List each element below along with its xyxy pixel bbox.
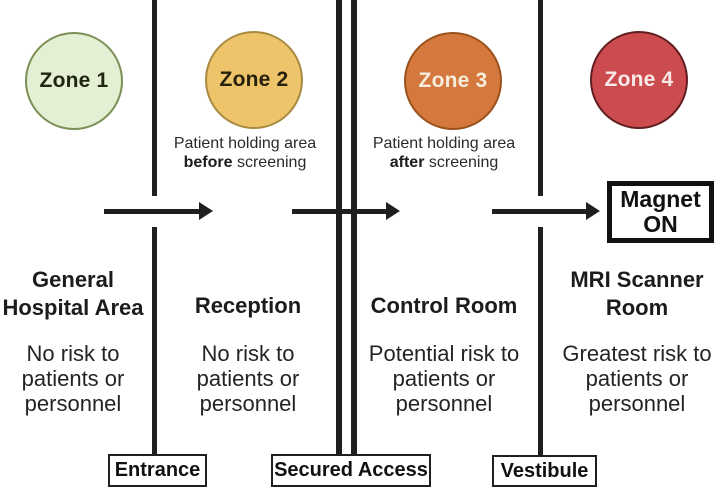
zone4-risk-text: Greatest risk to patients or personnel [552, 341, 720, 416]
zone3-caption-rest: screening [424, 154, 499, 171]
vestibule-wall-lower [538, 227, 543, 456]
zone2-risk-line2: patients or [196, 366, 300, 391]
arrowhead-zone1-to-zone2-icon [199, 202, 213, 220]
zone3-area-name-line1: Control Room [370, 293, 518, 318]
vestibule-gate-text: Vestibule [500, 459, 589, 482]
zone2-caption-rest: screening [232, 154, 307, 171]
zone2-caption: Patient holding area before screening [155, 134, 335, 172]
zone4-risk-line3: personnel [588, 391, 686, 416]
arrow-zone3-to-zone4 [492, 209, 587, 214]
zone1-risk-line3: personnel [24, 391, 122, 416]
zone2-caption-line2: before screening [155, 153, 335, 172]
zone4-area-name: MRI Scanner Room [552, 266, 720, 322]
magnet-on-box: Magnet ON [607, 181, 714, 243]
zone3-circle: Zone 3 [404, 32, 502, 130]
zone2-caption-line1: Patient holding area [173, 135, 317, 152]
zone1-circle: Zone 1 [25, 32, 123, 130]
secured-access-wall-left [336, 0, 342, 456]
arrow-zone2-to-zone3 [292, 209, 387, 214]
zone2-risk-text: No risk to patients or personnel [165, 341, 331, 416]
zone2-area-name: Reception [165, 292, 331, 320]
zone4-risk-line1: Greatest risk to [562, 341, 712, 366]
vestibule-gate-label: Vestibule [492, 455, 597, 487]
zone1-risk-text: No risk to patients or personnel [0, 341, 146, 416]
zone4-risk-line2: patients or [585, 366, 689, 391]
zone3-risk-line2: patients or [392, 366, 496, 391]
zone1-label: Zone 1 [39, 69, 109, 92]
entrance-gate-label: Entrance [108, 454, 207, 487]
secured-access-gate-text: Secured Access [274, 459, 428, 481]
zone4-area-name-line2: Room [605, 295, 669, 320]
magnet-on-line1: Magnet [620, 186, 701, 212]
zone3-caption-line2: after screening [354, 153, 534, 172]
zone2-label: Zone 2 [219, 68, 289, 91]
zone3-risk-line1: Potential risk to [368, 341, 520, 366]
zone1-area-name: General Hospital Area [0, 266, 146, 322]
zone3-label: Zone 3 [418, 69, 488, 92]
arrow-zone1-to-zone2 [104, 209, 200, 214]
entrance-wall-lower [152, 227, 157, 455]
zone3-risk-line3: personnel [395, 391, 493, 416]
zone2-risk-line3: personnel [199, 391, 297, 416]
zone4-area-name-line1: MRI Scanner [570, 267, 704, 292]
secured-access-wall-right [351, 0, 357, 456]
arrowhead-zone2-to-zone3-icon [386, 202, 400, 220]
zone1-risk-line2: patients or [21, 366, 125, 391]
zone2-risk-line1: No risk to [201, 341, 295, 366]
zone3-caption: Patient holding area after screening [354, 134, 534, 172]
zone4-circle: Zone 4 [590, 31, 688, 129]
zone3-area-name: Control Room [357, 292, 531, 320]
zone3-caption-line1: Patient holding area [372, 135, 516, 152]
zone1-risk-line1: No risk to [26, 341, 120, 366]
zone2-circle: Zone 2 [205, 31, 303, 129]
arrowhead-zone3-to-zone4-icon [586, 202, 600, 220]
zone4-label: Zone 4 [604, 68, 674, 91]
zone1-area-name-line1: General [32, 267, 114, 292]
entrance-wall-upper [152, 0, 157, 196]
zone1-area-name-line2: Hospital Area [2, 295, 144, 320]
zone2-caption-bold-word: before [183, 154, 233, 171]
secured-access-gate-label: Secured Access [271, 454, 431, 487]
magnet-on-line2: ON [643, 211, 678, 237]
vestibule-wall-upper [538, 0, 543, 196]
zone3-caption-bold-word: after [389, 154, 425, 171]
entrance-gate-text: Entrance [114, 459, 201, 481]
zone2-area-name-line1: Reception [194, 293, 302, 318]
zone3-risk-text: Potential risk to patients or personnel [357, 341, 531, 416]
